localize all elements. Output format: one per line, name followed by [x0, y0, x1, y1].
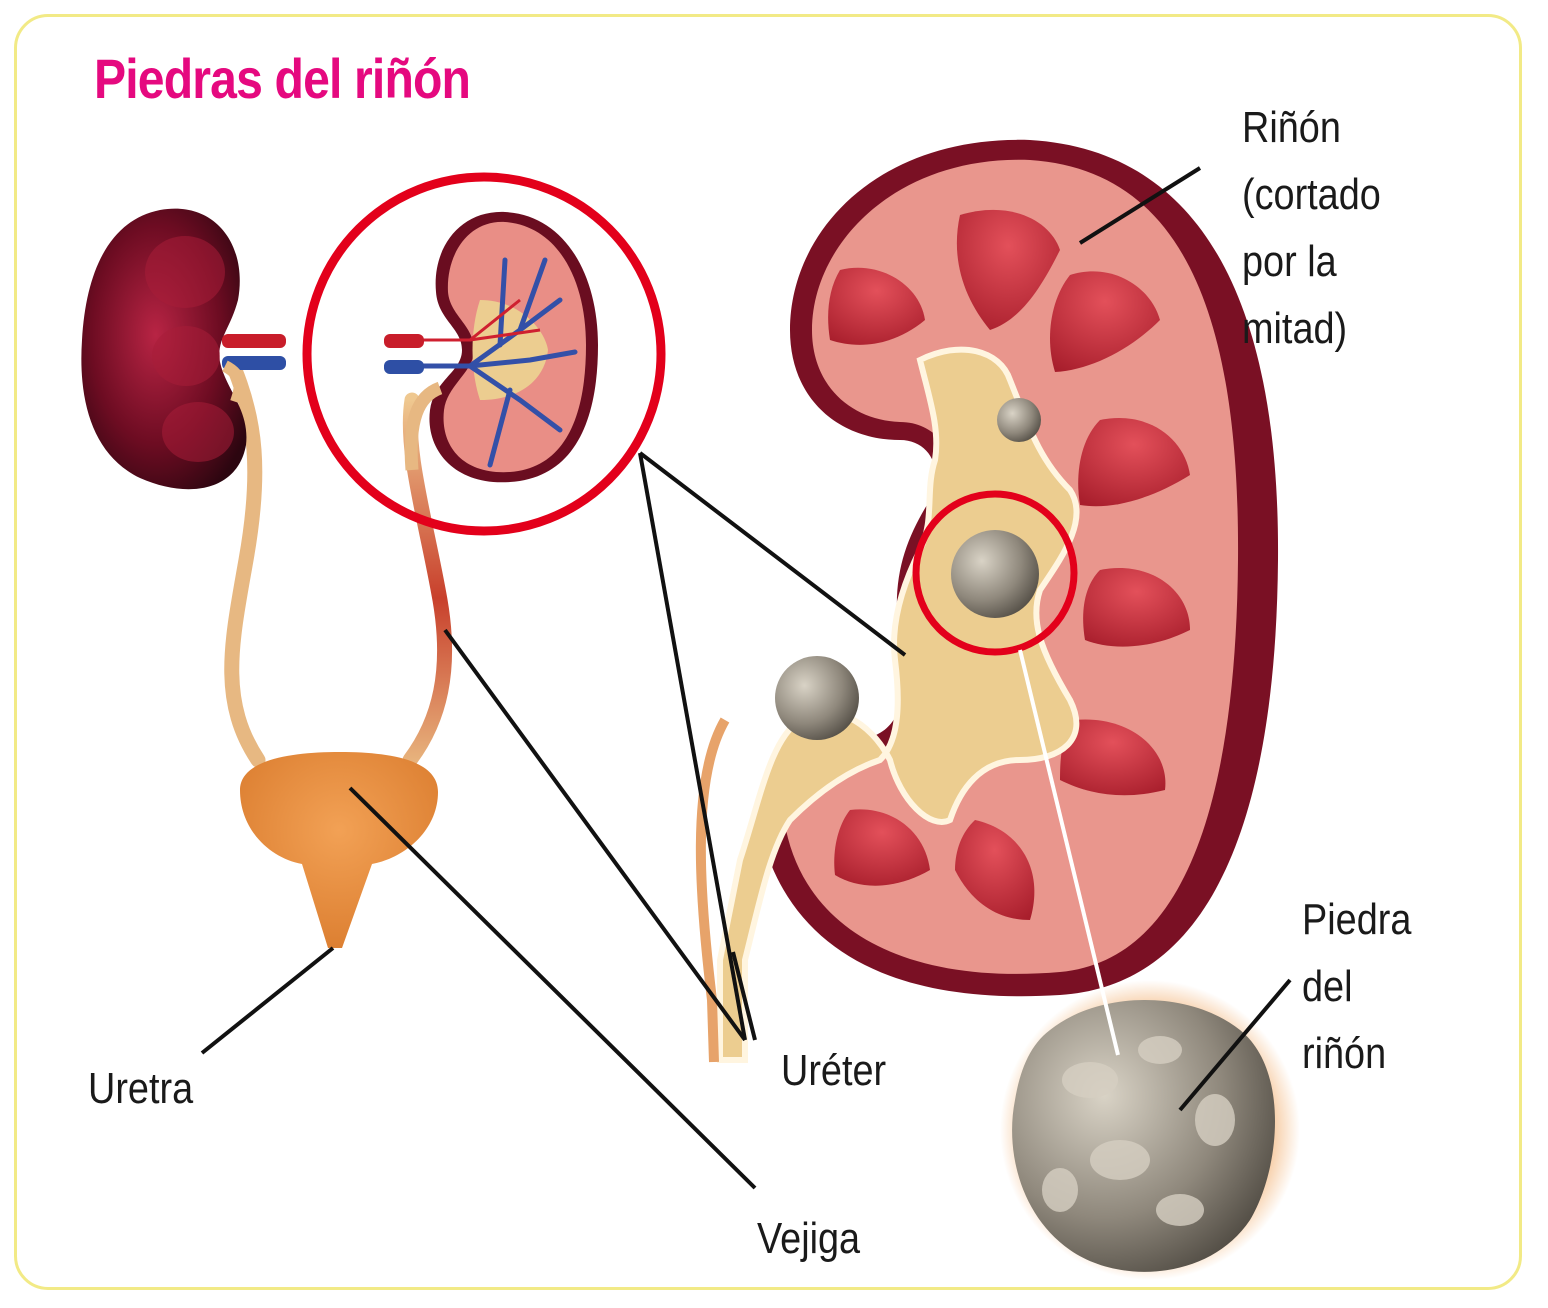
- label-rinon: Riñón (cortado por la mitad): [1242, 103, 1381, 353]
- large-ureter: [695, 717, 730, 1063]
- leader-ureter-b: [443, 628, 747, 1042]
- label-uretra: Uretra: [88, 1064, 194, 1113]
- stone-lower: [775, 656, 859, 740]
- left-ureter: [224, 362, 266, 768]
- stone-upper: [997, 398, 1041, 442]
- dark-kidney-image: [81, 208, 286, 490]
- leader-piedra: [1178, 978, 1292, 1112]
- urinary-system: [81, 172, 666, 948]
- highlight-ring-large: [302, 172, 666, 536]
- stone-middle: [951, 530, 1039, 618]
- diagram-title: Piedras del riñón: [94, 47, 471, 110]
- leader-ureter-c: [731, 951, 757, 1041]
- leader-uretra: [200, 946, 335, 1055]
- leader-ureter-a: [638, 452, 747, 1041]
- small-cut-kidney-image: [384, 211, 598, 483]
- label-piedra: Piedra del riñón: [1302, 895, 1412, 1078]
- bladder-shape: [240, 752, 438, 948]
- kidney-pyramids: [828, 209, 1190, 920]
- label-ureter: Uréter: [781, 1046, 887, 1095]
- leader-stone-zoom: [1018, 649, 1120, 1056]
- leader-rinon: [1078, 166, 1202, 245]
- highlight-ring-small: [912, 490, 1078, 656]
- kidney-stone-closeup: [1000, 980, 1300, 1280]
- label-vejiga: Vejiga: [757, 1214, 861, 1263]
- leader-zoom: [638, 451, 907, 657]
- leader-lines: [200, 166, 1292, 1190]
- leader-vejiga: [348, 786, 757, 1190]
- large-cut-kidney: [695, 139, 1279, 1063]
